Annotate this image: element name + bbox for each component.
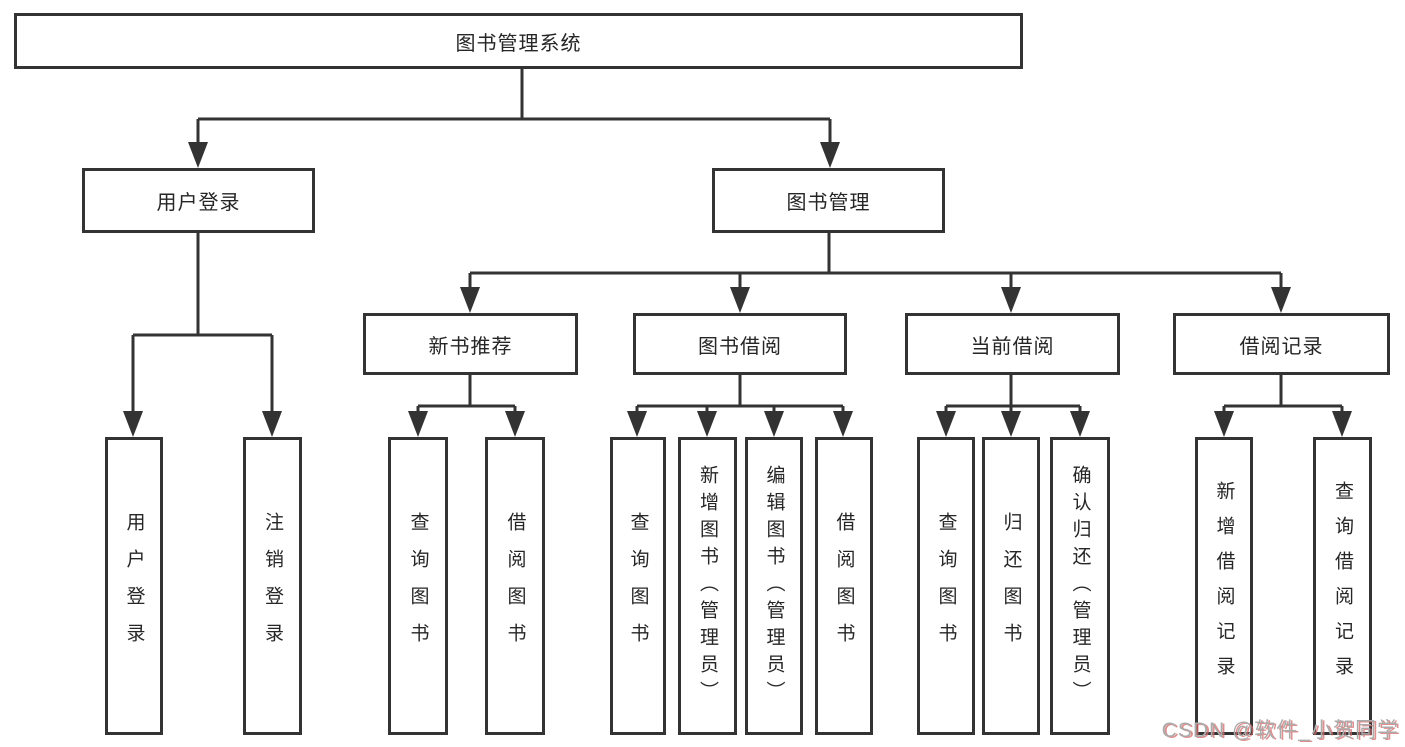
node-leaf-cb-return-book: 归还图书 [982,437,1040,735]
node-leaf-br-query-record: 查询借阅记录 [1313,437,1372,735]
leaf-label: 查询图书 [407,512,429,660]
node-book-borrow: 图书借阅 [633,313,847,375]
node-new-book-recommend: 新书推荐 [363,313,578,375]
leaf-label: 确认归还（管理员） [1069,464,1091,708]
node-current-borrow-label: 当前借阅 [970,335,1055,358]
node-book-management: 图书管理 [712,168,945,233]
leaf-label: 编辑图书（管理员） [763,464,785,708]
leaf-label: 新增借阅记录 [1213,481,1235,691]
node-leaf-rec-query-book: 查询图书 [388,437,448,735]
node-leaf-rec-borrow-book: 借阅图书 [485,437,545,735]
node-borrow-record-label: 借阅记录 [1239,335,1324,358]
leaf-label: 查询借阅记录 [1332,481,1353,691]
leaf-label: 归还图书 [1000,512,1022,660]
leaf-label: 查询图书 [627,512,649,660]
node-leaf-br-add-record: 新增借阅记录 [1195,437,1253,735]
arrowheads [123,142,1352,437]
csdn-watermark: CSDN @软件_小贺同学 [1161,719,1399,742]
leaf-label: 查询图书 [935,512,957,660]
node-leaf-bb-query-book: 查询图书 [610,437,666,735]
node-user-login: 用户登录 [82,168,315,233]
node-root: 图书管理系统 [14,13,1023,69]
leaf-label: 借阅图书 [833,512,855,660]
node-leaf-cb-query-book: 查询图书 [917,437,975,735]
leaf-label: 用户登录 [123,512,145,660]
node-leaf-user-login: 用户登录 [105,437,163,735]
node-leaf-bb-add-book-admin: 新增图书（管理员） [678,437,737,735]
leaf-label: 注销登录 [262,512,283,660]
node-leaf-cb-confirm-return-admin: 确认归还（管理员） [1050,437,1110,735]
node-leaf-bb-edit-book-admin: 编辑图书（管理员） [745,437,803,735]
node-current-borrow: 当前借阅 [905,313,1120,375]
node-user-login-label: 用户登录 [156,192,241,214]
node-leaf-bb-borrow-book: 借阅图书 [815,437,873,735]
leaf-label: 借阅图书 [504,512,526,660]
node-book-borrow-label: 图书借阅 [698,335,782,358]
node-root-label: 图书管理系统 [455,32,582,55]
node-book-management-label: 图书管理 [786,192,871,214]
leaf-label: 新增图书（管理员） [697,464,718,708]
node-new-book-recommend-label: 新书推荐 [428,335,513,358]
node-leaf-logout: 注销登录 [243,437,302,735]
node-borrow-record: 借阅记录 [1173,313,1390,375]
